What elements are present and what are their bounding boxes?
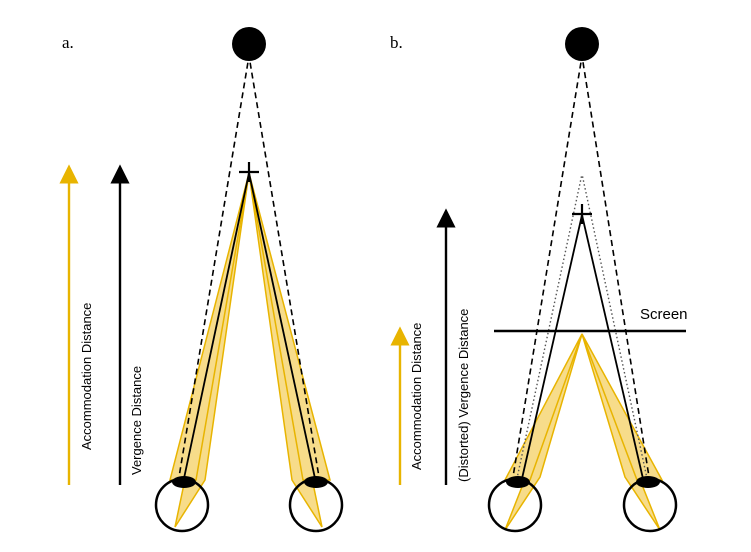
panel-a: a. Accommodation Distance (59, 27, 344, 533)
right-eye (288, 476, 344, 533)
intended-vergence-dotted-right (581, 173, 649, 484)
panel-b: b. Screen (390, 27, 688, 533)
fixation-cross (239, 162, 259, 182)
screen-label: Screen (640, 306, 688, 323)
vergence-label-b: (Distorted) Vergence Distance (456, 309, 471, 482)
target-object-b (565, 27, 599, 61)
panel-a-label: a. (62, 33, 74, 52)
sightline-dashed-right-b (581, 55, 651, 484)
sightline-dashed-left-b (511, 55, 583, 484)
accommodation-label-a: Accommodation Distance (79, 303, 94, 450)
right-eye-b (622, 476, 678, 533)
panel-b-label: b. (390, 33, 403, 52)
target-object (232, 27, 266, 61)
distorted-vergence-line-left (520, 214, 583, 484)
distorted-vergence-line-right (581, 214, 645, 484)
vergence-line-left (182, 172, 250, 484)
vergence-line-right (248, 172, 317, 484)
intended-vergence-dotted-left (515, 173, 583, 484)
sightline-dashed-right (248, 55, 321, 484)
vergence-label-a: Vergence Distance (129, 366, 144, 475)
accommodation-label-b: Accommodation Distance (409, 323, 424, 470)
left-eye (154, 476, 210, 533)
sightline-dashed-left (177, 55, 250, 484)
fixation-cross-b (572, 204, 592, 224)
left-eye-b (487, 476, 543, 533)
